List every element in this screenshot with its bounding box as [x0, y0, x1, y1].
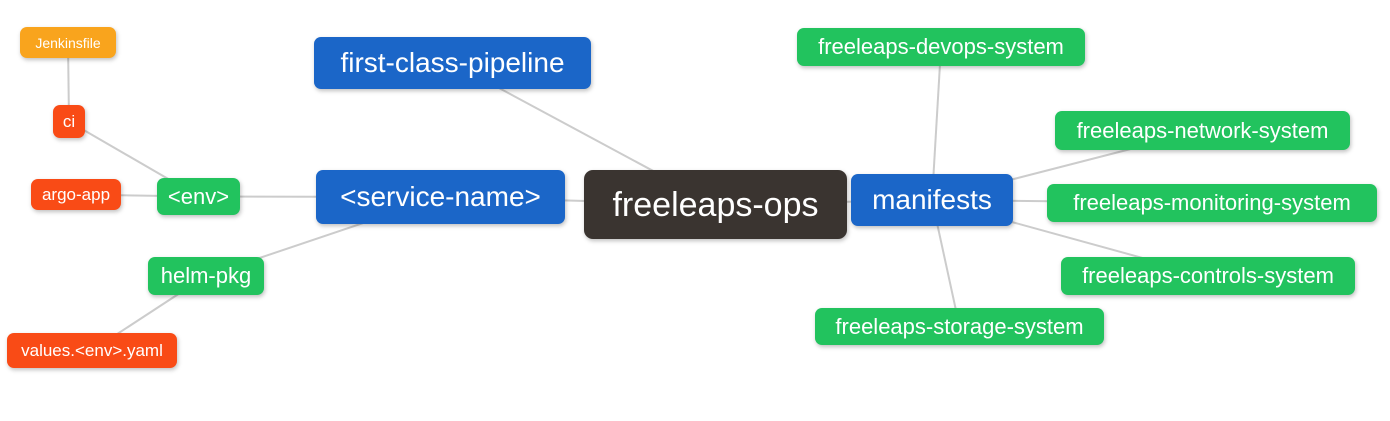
node-manifests[interactable]: manifests: [851, 174, 1013, 226]
node-freeleaps-storage-system[interactable]: freeleaps-storage-system: [815, 308, 1104, 345]
node-freeleaps-monitoring-system[interactable]: freeleaps-monitoring-system: [1047, 184, 1377, 222]
node-first-class-pipeline[interactable]: first-class-pipeline: [314, 37, 591, 89]
node-freeleaps-ops[interactable]: freeleaps-ops: [584, 170, 847, 239]
node-env[interactable]: <env>: [157, 178, 240, 215]
node-service-name[interactable]: <service-name>: [316, 170, 565, 224]
node-values-env-yaml[interactable]: values.<env>.yaml: [7, 333, 177, 368]
node-helm-pkg[interactable]: helm-pkg: [148, 257, 264, 295]
node-freeleaps-network-system[interactable]: freeleaps-network-system: [1055, 111, 1350, 150]
node-jenkinsfile[interactable]: Jenkinsfile: [20, 27, 116, 58]
node-freeleaps-devops-system[interactable]: freeleaps-devops-system: [797, 28, 1085, 66]
node-ci[interactable]: ci: [53, 105, 85, 138]
node-freeleaps-controls-system[interactable]: freeleaps-controls-system: [1061, 257, 1355, 295]
node-argo-app[interactable]: argo-app: [31, 179, 121, 210]
